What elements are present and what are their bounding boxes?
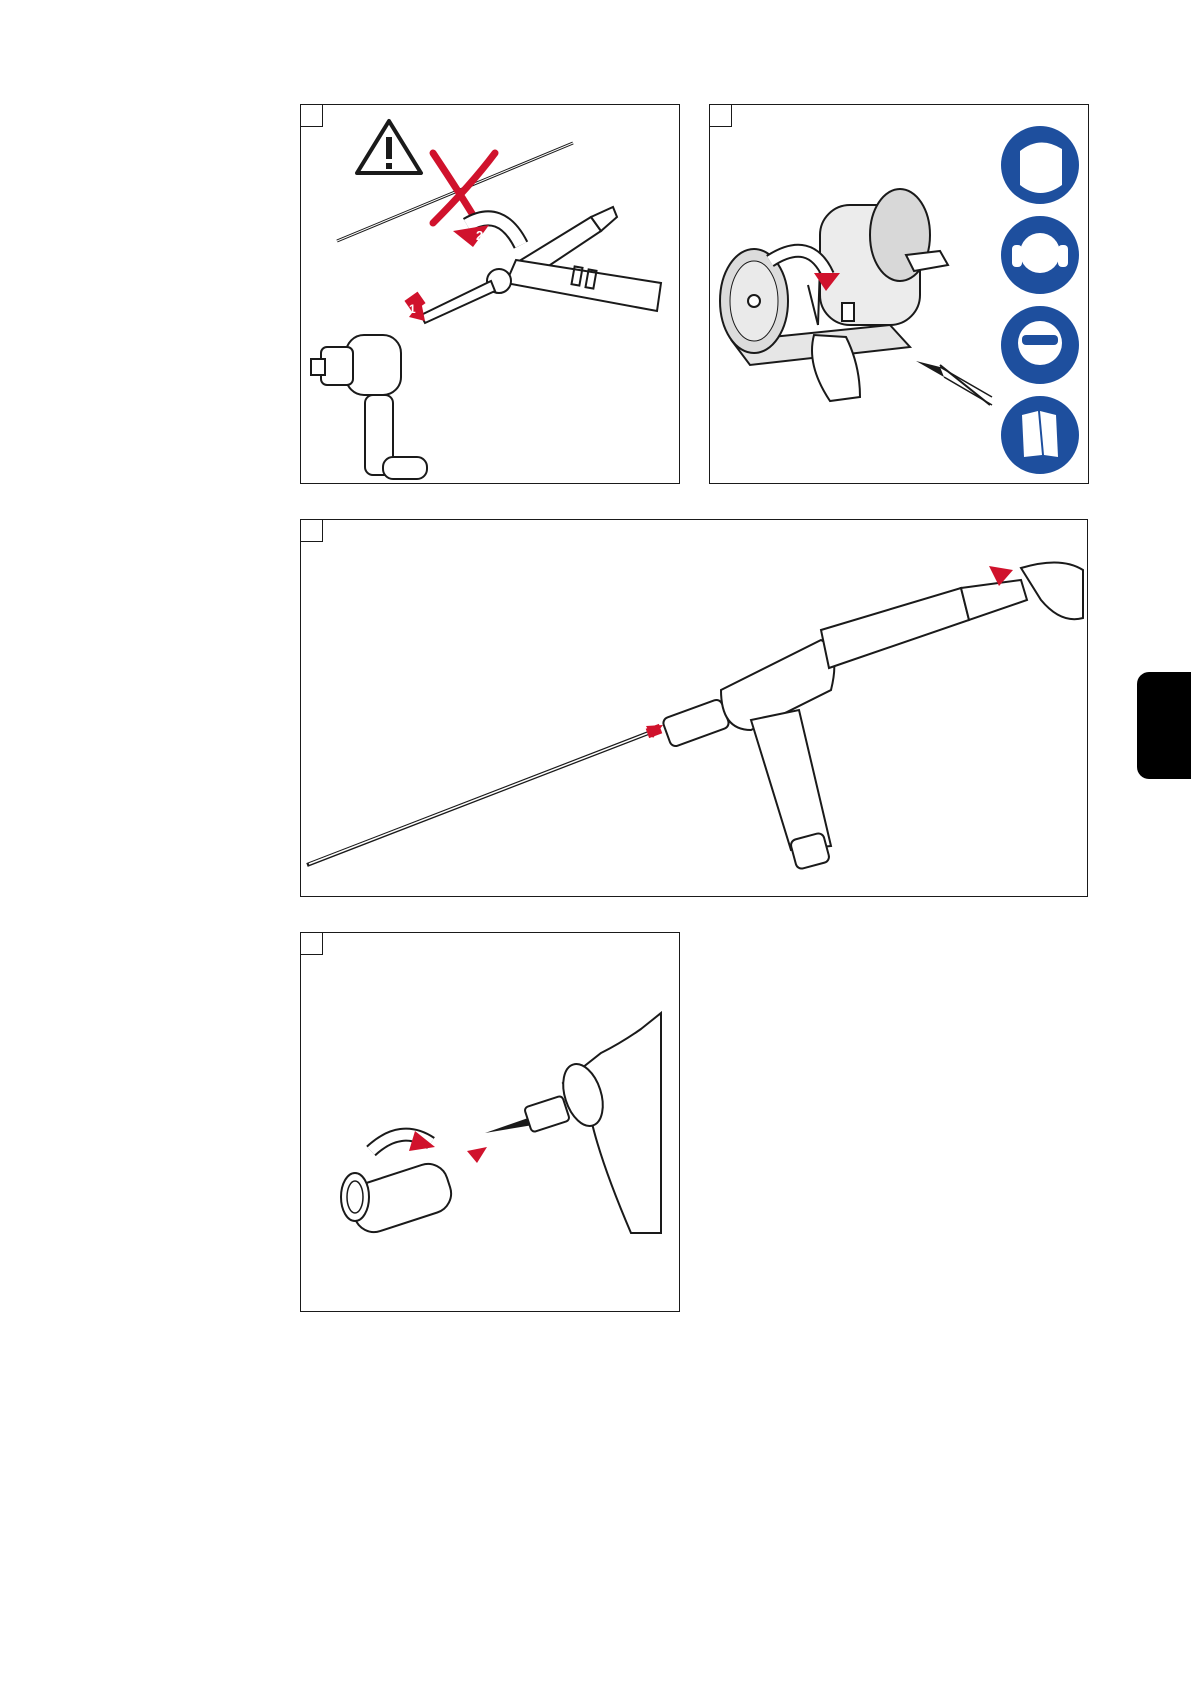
- arrow-label-1: 1: [409, 302, 416, 316]
- safety-glasses-icon: [1000, 305, 1080, 385]
- warning-triangle-icon: [357, 121, 421, 173]
- ear-protection-icon: [1000, 215, 1080, 295]
- torch-head: [311, 335, 427, 479]
- grinding-illustration: [710, 105, 1090, 485]
- remove-electrode-illustration: 2 1: [301, 105, 681, 485]
- panel-grind-electrode: [709, 104, 1089, 484]
- screw-cap-illustration: [301, 933, 681, 1313]
- electrode-cap: [341, 1159, 456, 1237]
- panel-insert-electrode: [300, 519, 1088, 897]
- panel-screw-cap: [300, 932, 680, 1312]
- face-mask-icon: [1000, 125, 1080, 205]
- arrow-label-2: 2: [476, 228, 483, 243]
- section-tab: [1137, 672, 1191, 779]
- torch-head: [524, 1013, 661, 1233]
- insert-electrode-illustration: [301, 520, 1089, 898]
- torch-body: [662, 580, 1027, 870]
- panel-remove-electrode: 2 1: [300, 104, 680, 484]
- gloves-icon: [1000, 395, 1080, 475]
